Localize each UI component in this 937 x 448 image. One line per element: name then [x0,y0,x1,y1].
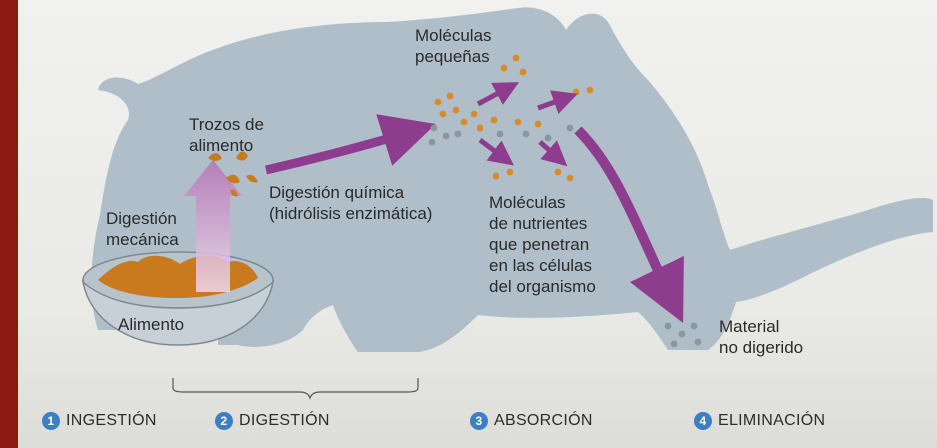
digestion-bracket [172,378,419,400]
step-digestion: 2 DIGESTIÓN [215,412,330,430]
undigested-dots [664,322,702,348]
step-ingestion: 1 INGESTIÓN [42,412,157,430]
step-number-badge: 4 [694,412,712,430]
step-label: DIGESTIÓN [239,412,330,429]
step-label: INGESTIÓN [66,412,157,429]
arrow-down-right [538,140,568,167]
label-nutrient-molecules: Moléculas de nutrientes que penetran en … [489,193,596,296]
arrow-up-left [476,82,520,107]
arrow-down-left [478,138,514,166]
left-border [0,0,18,448]
label-chemical-digestion: Digestión química(hidrólisis enzimática) [269,183,433,223]
cat-silhouette [91,7,934,352]
step-absorption: 3 ABSORCIÓN [470,412,593,430]
molecule-cluster [428,54,594,182]
arrow-up-right [537,90,578,114]
step-label: ABSORCIÓN [494,412,593,429]
food-chunks [208,151,258,197]
step-label: ELIMINACIÓN [718,412,826,429]
step-number-badge: 1 [42,412,60,430]
step-number-badge: 3 [470,412,488,430]
label-food: Alimento [118,315,185,334]
chemical-digestion-arrow [264,114,436,175]
step-elimination: 4 ELIMINACIÓN [694,412,825,430]
digestion-illustration [81,7,934,400]
bowl-body [81,279,275,346]
mechanical-arrow [184,160,242,292]
elimination-arrow [574,126,684,323]
step-number-badge: 2 [215,412,233,430]
